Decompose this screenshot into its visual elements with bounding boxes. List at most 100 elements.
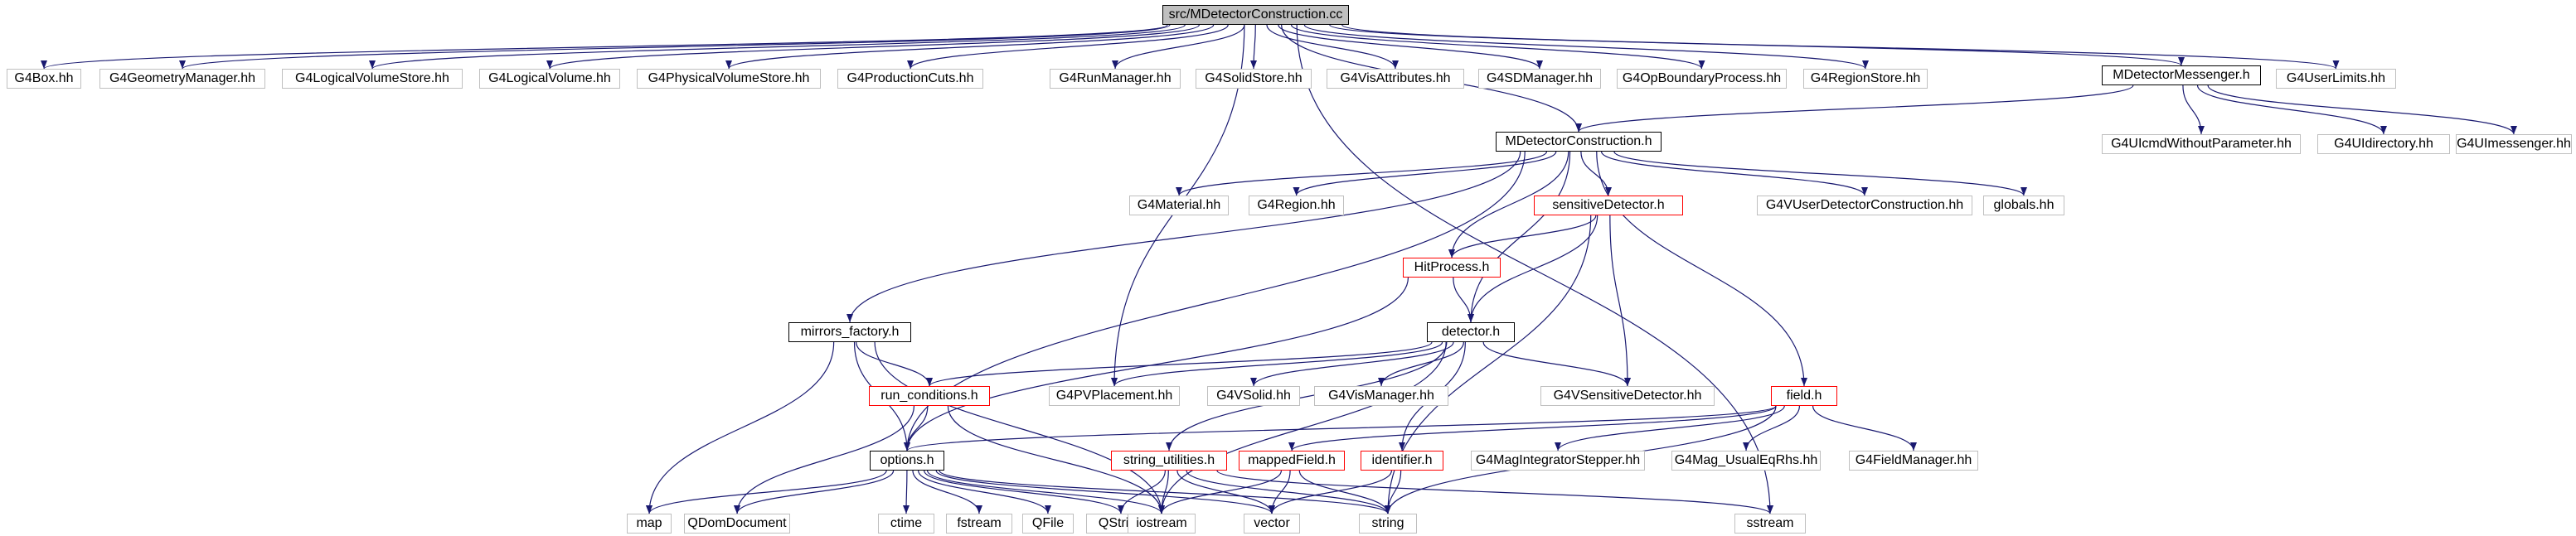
edge-messenger-to-mdch [1575,85,2134,133]
edge-options-to-map [646,470,887,514]
node-sensitivedetector-h[interactable]: sensitiveDetector.h [1534,196,1683,215]
edge-src-to-g4rm [1112,24,1245,70]
node-run-conditions-h[interactable]: run_conditions.h [869,386,990,406]
node-g4vuserdetectorconstruction-hh[interactable]: G4VUserDetectorConstruction.hh [1757,196,1972,215]
node-mirrors-factory-h[interactable]: mirrors_factory.h [788,322,911,342]
edge-detector-to-iostream [1158,341,1447,514]
edge-mdch-to-g4reg [1293,151,1557,196]
edge-field-to-options [904,405,1777,451]
edge-strutil-to-vector [1176,470,1275,514]
edge-options-to-ctime [903,470,910,514]
edge-mirrors-to-iostream [874,341,1165,514]
node-ctime[interactable]: ctime [878,514,934,534]
node-g4physicalvolumestore-hh[interactable]: G4PhysicalVolumeStore.hh [637,69,821,89]
edge-field-to-g4mag [1743,405,1800,451]
edge-mirrors-to-map [646,341,835,514]
node-g4productioncuts-hh[interactable]: G4ProductionCuts.hh [837,69,983,89]
node-sstream[interactable]: sstream [1734,514,1806,534]
node-g4logicalvolumestore-hh[interactable]: G4LogicalVolumeStore.hh [282,69,463,89]
edge-options-to-vector [935,470,1275,514]
edge-src-to-g4box [41,24,1168,70]
node-fstream[interactable]: fstream [946,514,1012,534]
edge-runcond-to-qdom [734,405,915,514]
node-g4fieldmanager-hh[interactable]: G4FieldManager.hh [1849,451,1978,471]
node-g4pvplacement-hh[interactable]: G4PVPlacement.hh [1049,386,1180,406]
edge-mirrors-to-runcond [856,341,933,387]
node-g4uidirectory-hh[interactable]: G4UIdirectory.hh [2317,134,2450,154]
edge-src-to-g4lv [546,24,1200,70]
edge-mapped-to-string [1298,470,1391,514]
edge-hit-to-detector [1453,277,1474,323]
node-g4vismanager-hh[interactable]: G4VisManager.hh [1314,386,1448,406]
edge-messenger-to-g4uimsg [2207,85,2517,135]
node-g4region-hh[interactable]: G4Region.hh [1249,196,1344,215]
edge-mapped-to-iostream [1158,470,1283,514]
node-options-h[interactable]: options.h [870,451,944,471]
edge-mdch-to-field [1596,151,1807,387]
node-g4magintegratorstepper-hh[interactable]: G4MagIntegratorStepper.hh [1471,451,1645,471]
node-g4mag-usualeqrhs-hh[interactable]: G4Mag_UsualEqRhs.hh [1671,451,1821,471]
edge-options-to-iostream [926,470,1165,514]
edge-detector-to-g4vsolid [1250,341,1454,387]
node-g4uicmdwithoutparameter-hh[interactable]: G4UIcmdWithoutParameter.hh [2102,134,2301,154]
node-g4logicalvolume-hh[interactable]: G4LogicalVolume.hh [479,69,620,89]
node-g4runmanager-hh[interactable]: G4RunManager.hh [1050,69,1181,89]
edge-mdch-to-hit [1448,151,1569,258]
node-field-h[interactable]: field.h [1771,386,1837,406]
node-globals-hh[interactable]: globals.hh [1983,196,2064,215]
node-g4vsolid-hh[interactable]: G4VSolid.hh [1207,386,1300,406]
edge-strutil-to-qstring [1118,470,1166,514]
edge-detector-to-g4vsd [1482,341,1631,387]
edge-src-to-g4rs [1303,24,1869,70]
node-mappedfield-h[interactable]: mappedField.h [1239,451,1345,471]
node-g4regionstore-hh[interactable]: G4RegionStore.hh [1803,69,1928,89]
edge-messenger-to-g4uicmd [2182,85,2205,135]
edge-src-to-g4va [1266,24,1399,70]
node-map[interactable]: map [627,514,672,534]
node-g4solidstore-hh[interactable]: G4SolidStore.hh [1196,69,1312,89]
edge-src-to-g4obp [1290,24,1705,70]
edge-runcond-to-options [904,405,929,451]
node-src-mdetectorconstruction-cc[interactable]: src/MDetectorConstruction.cc [1162,5,1349,25]
node-g4material-hh[interactable]: G4Material.hh [1129,196,1229,215]
edge-hit-to-options [904,277,1409,451]
edge-sens-to-detector [1467,215,1598,323]
edge-detector-to-runcond [926,341,1433,387]
edge-mdch-to-globals [1613,151,2027,196]
node-g4opboundaryprocess-hh[interactable]: G4OpBoundaryProcess.hh [1617,69,1787,89]
node-detector-h[interactable]: detector.h [1427,322,1515,342]
node-mdetectormessenger-h[interactable]: MDetectorMessenger.h [2102,65,2261,85]
edge-src-to-g4ul [1341,24,2340,70]
node-qfile[interactable]: QFile [1022,514,1074,534]
edge-src-to-g4geom [179,24,1171,70]
edge-mdch-to-mirrors [847,151,1521,323]
node-g4vsensitivedetector-hh[interactable]: G4VSensitiveDetector.hh [1540,386,1715,406]
node-mdetectorconstruction-h[interactable]: MDetectorConstruction.h [1496,132,1662,152]
edge-ident-to-string [1385,470,1402,514]
node-hitprocess-h[interactable]: HitProcess.h [1403,258,1501,278]
edge-src-to-g4pc [907,24,1229,70]
edge-options-to-qdom [734,470,895,514]
node-g4visattributes-hh[interactable]: G4VisAttributes.hh [1327,69,1464,89]
edge-src-to-g4lvs [369,24,1186,70]
node-vector[interactable]: vector [1244,514,1300,534]
edge-strutil-to-string [1186,470,1391,514]
node-g4geometrymanager-hh[interactable]: G4GeometryManager.hh [99,69,265,89]
edge-src-to-g4ss [1250,24,1258,70]
edge-field-to-g4fm [1812,405,1917,451]
node-g4sdmanager-hh[interactable]: G4SDManager.hh [1478,69,1601,89]
node-identifier-h[interactable]: identifier.h [1361,451,1443,471]
node-g4uimessenger-hh[interactable]: G4UImessenger.hh [2456,134,2572,154]
node-string-utilities-h[interactable]: string_utilities.h [1111,451,1227,471]
edge-messenger-to-g4uidir [2196,85,2387,135]
node-qdomdocument[interactable]: QDomDocument [684,514,790,534]
edge-options-to-fstream [912,470,982,514]
edge-mdch-to-g4vudc [1601,151,1868,196]
node-string[interactable]: string [1359,514,1417,534]
node-g4userlimits-hh[interactable]: G4UserLimits.hh [2276,69,2396,89]
node-g4box-hh[interactable]: G4Box.hh [7,69,81,89]
edge-options-to-qstring [924,470,1124,514]
edge-ident-to-vector [1269,470,1393,514]
node-iostream[interactable]: iostream [1128,514,1196,534]
